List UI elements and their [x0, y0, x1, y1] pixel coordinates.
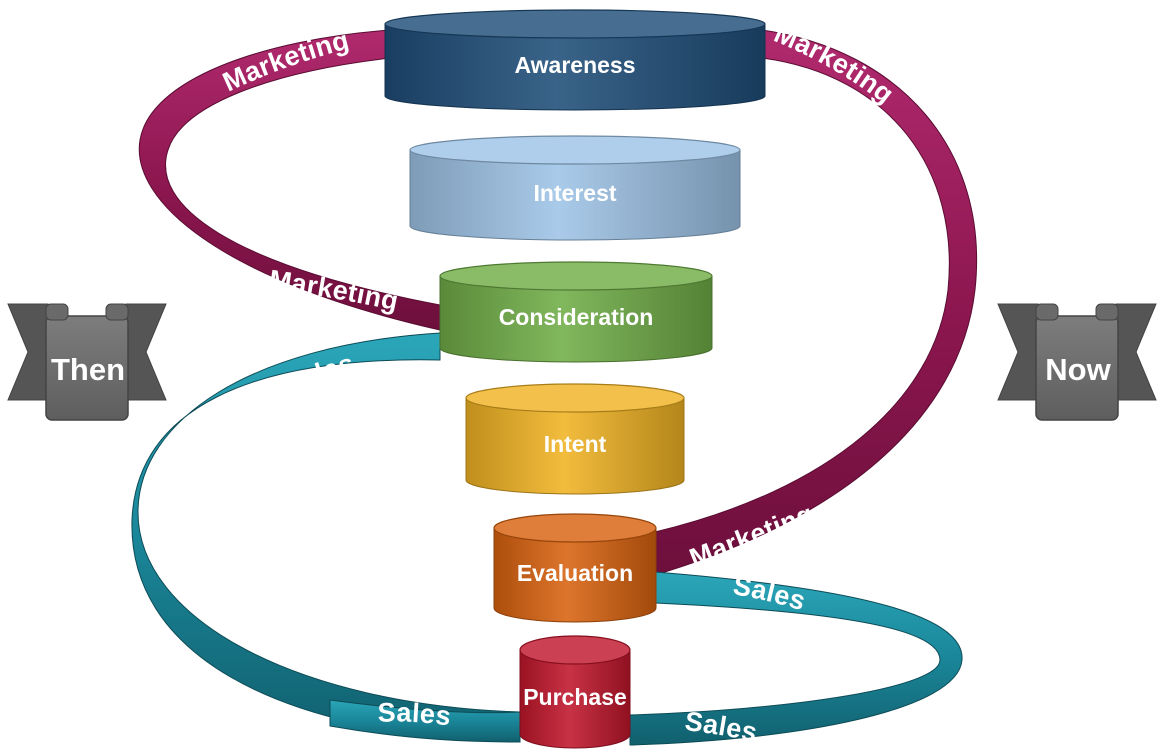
- sales-ribbon-bottom: [329, 699, 521, 743]
- ribbons: [131, 29, 977, 746]
- sales-ribbon-left: [131, 332, 521, 743]
- stage-body: [493, 527, 657, 623]
- stage-awareness: Awareness: [384, 9, 766, 111]
- then-banner: Then: [7, 303, 167, 421]
- stage-label: Awareness: [514, 52, 635, 78]
- stage-purchase: Purchase: [519, 635, 631, 749]
- stage-top: [409, 135, 741, 165]
- stage-intent: Intent: [465, 383, 685, 495]
- stage-body: [439, 275, 713, 363]
- now-label: Now: [1045, 352, 1111, 387]
- then-label: Then: [51, 352, 125, 387]
- stage-body: [465, 397, 685, 495]
- stage-top: [493, 513, 657, 543]
- stage-interest: Interest: [409, 135, 741, 241]
- sales-label-3: Sales: [377, 697, 453, 731]
- sales-ribbon-right: [629, 571, 963, 746]
- now-banner: Now: [997, 303, 1157, 421]
- stage-body: [384, 23, 766, 111]
- marketing-label-2: Marketing: [770, 18, 900, 109]
- stage-body: [519, 649, 631, 749]
- stage-label: Interest: [533, 180, 616, 206]
- stage-label: Evaluation: [517, 560, 633, 586]
- stage-top: [465, 383, 685, 413]
- stage-label: Consideration: [499, 304, 654, 330]
- stage-evaluation: Evaluation: [493, 513, 657, 623]
- stage-consideration: Consideration: [439, 261, 713, 363]
- stage-top: [384, 9, 766, 39]
- stage-label: Intent: [544, 431, 607, 457]
- marketing-label-3: Marketing: [267, 264, 401, 316]
- funnel: AwarenessInterestConsiderationIntentEval…: [384, 9, 766, 749]
- stage-top: [519, 635, 631, 665]
- stage-label: Purchase: [523, 684, 627, 710]
- stage-body: [409, 149, 741, 241]
- stage-top: [439, 261, 713, 291]
